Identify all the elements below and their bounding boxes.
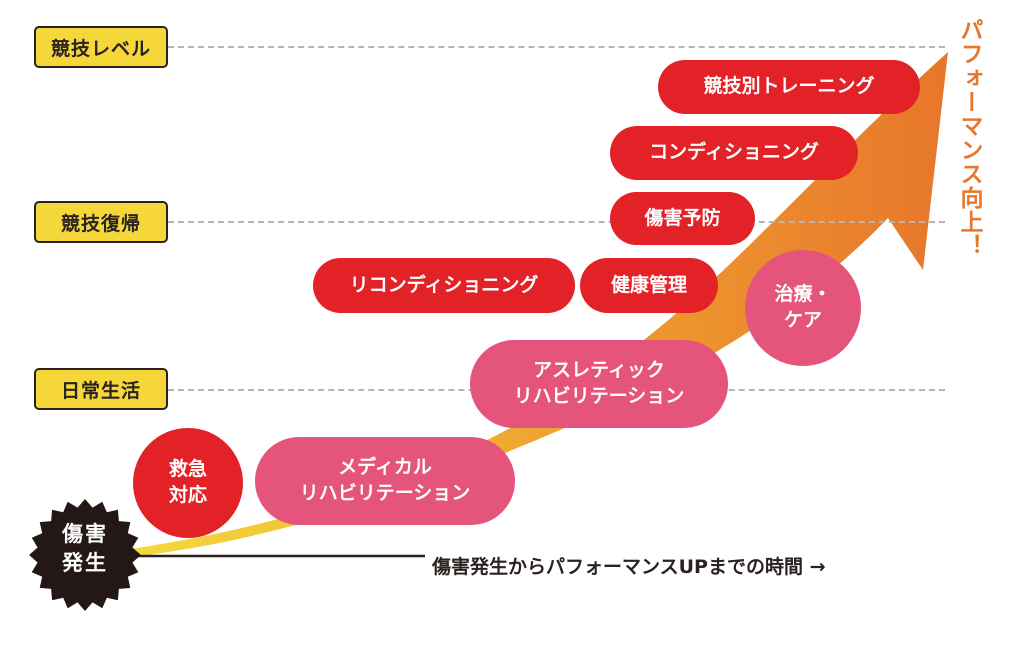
competition-level-dashed-line	[168, 46, 945, 48]
stage-health-management: 健康管理	[580, 258, 718, 313]
stage-conditioning: コンディショニング	[610, 126, 858, 180]
stage-emergency: 救急 対応	[133, 428, 243, 538]
stage-medical-rehab: メディカル リハビリテーション	[255, 437, 515, 525]
stage-sport-specific-training: 競技別トレーニング	[658, 60, 920, 114]
stage-injury-prevention: 傷害予防	[610, 192, 755, 245]
time-axis-label: 傷害発生からパフォーマンスUPまでの時間 →	[432, 556, 826, 578]
injury-occurrence-label: 傷害発生	[45, 520, 125, 579]
performance-improvement-label: パフォーマンス向上！	[956, 18, 982, 258]
injury-occurrence-line2: 発生	[62, 551, 108, 576]
level-label-daily-life: 日常生活	[34, 368, 168, 410]
stage-treatment-care: 治療・ ケア	[745, 250, 861, 366]
stage-reconditioning: リコンディショニング	[313, 258, 575, 313]
level-label-competition: 競技レベル	[34, 26, 168, 68]
level-label-return-to-competition: 競技復帰	[34, 201, 168, 243]
stage-athletic-rehab: アスレティック リハビリテーション	[470, 340, 728, 428]
starburst-shape	[29, 499, 141, 611]
return-to-competition-dashed-line	[168, 221, 945, 223]
injury-occurrence-line1: 傷害	[62, 522, 108, 546]
